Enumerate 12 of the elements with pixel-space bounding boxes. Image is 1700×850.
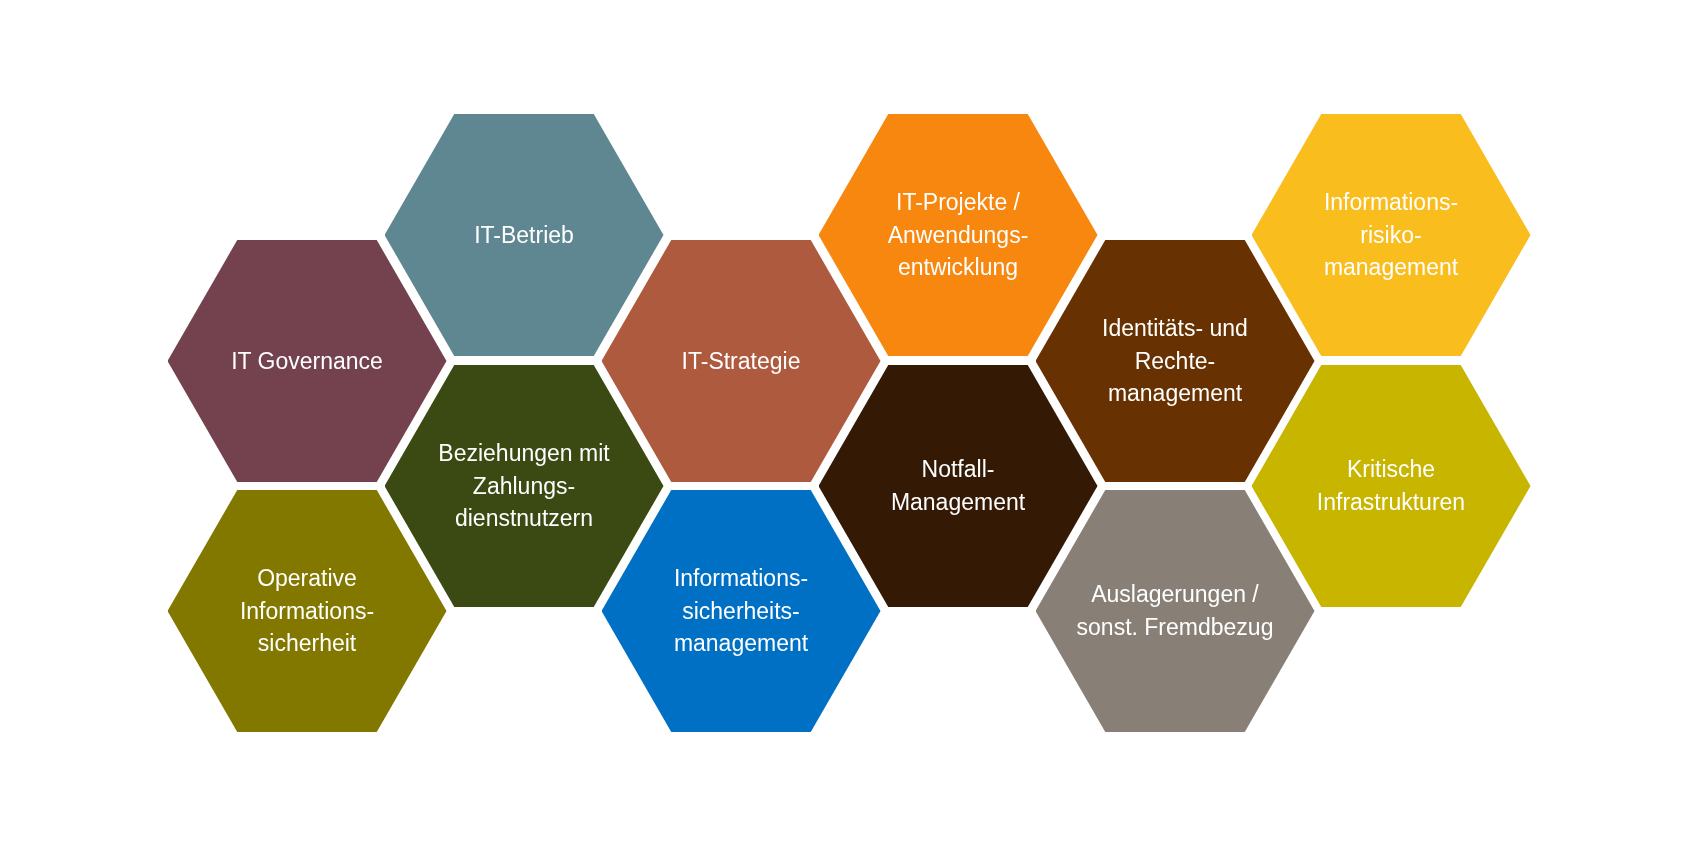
tile-label: Beziehungen mit Zahlungs- dienstnutzern [437,439,611,534]
tile-label: Informations- sicherheits- management [672,564,810,659]
tile-label: IT Governance [230,346,384,376]
tile-label: Kritische Infrastrukturen [1315,455,1467,517]
tile-label: Operative Informations- sicherheit [238,564,376,659]
tile-label: Notfall- Management [889,455,1027,517]
tile-label: Auslagerungen / sonst. Fremdbezug [1075,580,1275,642]
tile-label: IT-Strategie [680,346,802,376]
tile-label: Informations- risiko- management [1322,188,1460,283]
tile-label: IT-Betrieb [473,220,575,250]
tile-label: Identitäts- und Rechte- management [1101,314,1249,409]
tile-label: IT-Projekte / Anwendungs- entwicklung [886,188,1030,283]
